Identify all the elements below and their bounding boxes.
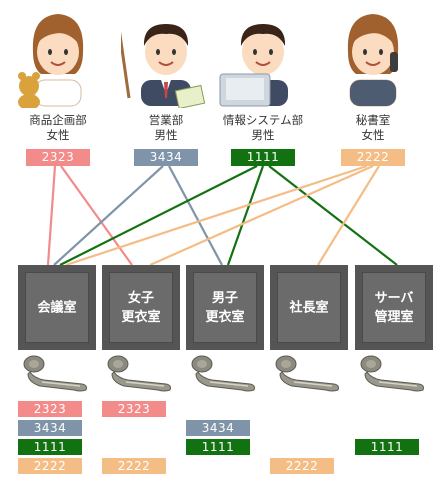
room-name: 会議室	[37, 300, 77, 315]
room-door: 男子 更衣室	[186, 265, 264, 350]
room-door: 会議室	[18, 265, 96, 350]
room-access-code: 3434	[186, 420, 250, 436]
pin-code-tag: 2222	[341, 149, 405, 166]
gender-label: 女性	[361, 128, 385, 142]
room-name: 女子 更衣室	[121, 290, 161, 325]
room-access-code: 2222	[270, 458, 334, 474]
access-line	[226, 165, 265, 266]
door-panel: サーバ 管理室	[362, 272, 426, 343]
woman-holding-teddy-bear-icon	[13, 8, 103, 110]
room-door: サーバ 管理室	[355, 265, 433, 350]
person-label: 情報システム部男性	[213, 113, 313, 143]
pin-code-tag: 3434	[134, 149, 198, 166]
department-name: 営業部	[148, 113, 184, 127]
person-label: 営業部男性	[116, 113, 216, 143]
department-name: 情報システム部	[222, 113, 304, 127]
access-line	[149, 164, 374, 267]
door-handle-icon	[188, 352, 258, 394]
man-at-laptop-icon	[218, 8, 308, 108]
room-access-code: 2222	[18, 458, 82, 474]
room-access-code: 1111	[355, 439, 419, 455]
man-with-pointer-and-clipboard-icon	[117, 8, 211, 110]
room-access-code: 2323	[102, 401, 166, 417]
woman-on-phone-icon	[328, 8, 418, 108]
access-line	[168, 165, 223, 266]
access-line	[60, 165, 133, 266]
room-door: 女子 更衣室	[102, 265, 180, 350]
access-line	[46, 165, 57, 266]
door-panel: 男子 更衣室	[193, 272, 257, 343]
room-access-code: 2222	[102, 458, 166, 474]
department-name: 秘書室	[355, 113, 391, 127]
door-handle-icon	[104, 352, 174, 394]
gender-label: 女性	[46, 128, 70, 142]
room-access-code: 1111	[18, 439, 82, 455]
room-name: サーバ 管理室	[374, 290, 414, 325]
room-access-code: 1111	[186, 439, 250, 455]
access-line	[53, 165, 164, 266]
door-panel: 女子 更衣室	[109, 272, 173, 343]
door-handle-icon	[357, 352, 427, 394]
access-line	[317, 165, 380, 266]
department-name: 商品企画部	[29, 113, 87, 127]
room-access-code: 2323	[18, 401, 82, 417]
door-handle-icon	[20, 352, 90, 394]
door-handle-icon	[272, 352, 342, 394]
room-door: 社長室	[270, 265, 348, 350]
room-name: 社長室	[289, 300, 329, 315]
door-panel: 会議室	[25, 272, 89, 343]
room-access-code: 3434	[18, 420, 82, 436]
pin-code-tag: 1111	[231, 149, 295, 166]
access-line	[65, 164, 368, 267]
access-line	[59, 165, 258, 266]
gender-label: 男性	[251, 128, 275, 142]
door-panel: 社長室	[277, 272, 341, 343]
person-label: 秘書室女性	[323, 113, 423, 143]
gender-label: 男性	[154, 128, 178, 142]
room-name: 男子 更衣室	[205, 290, 245, 325]
access-line	[268, 165, 398, 266]
pin-code-tag: 2323	[26, 149, 90, 166]
person-label: 商品企画部女性	[8, 113, 108, 143]
